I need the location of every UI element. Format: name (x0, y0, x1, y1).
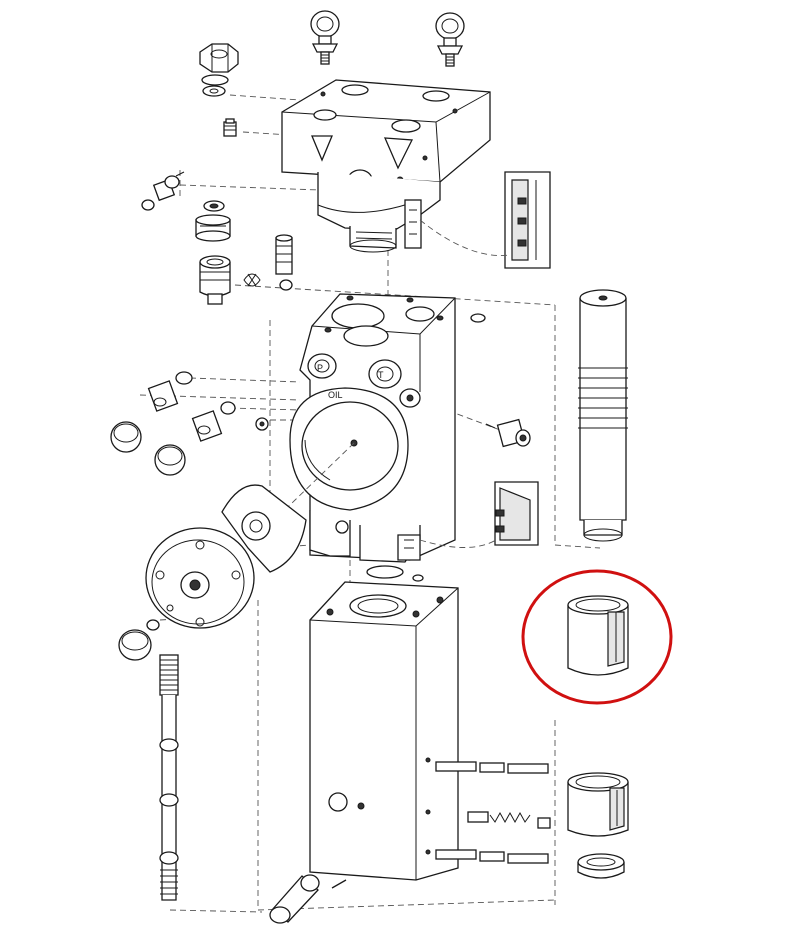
port-label-t: T (378, 370, 384, 380)
dowel-pins-row3 (435, 849, 549, 864)
port-label-oil: OIL (328, 390, 343, 400)
check-valve-left-lower (191, 401, 236, 442)
slotted-sleeve-lower (567, 772, 629, 837)
spring-pin-row2 (467, 811, 551, 829)
port-label-p: P (317, 363, 323, 373)
cap-left-upper (110, 421, 142, 453)
main-valve-body: P T OIL (261, 293, 456, 563)
small-nut-disc (118, 619, 160, 661)
hex-nut-top (199, 43, 239, 97)
relief-valve-cartridge (485, 418, 531, 448)
tie-bolt (159, 654, 179, 901)
end-cover-disc (145, 527, 255, 629)
plug-bottom (269, 874, 347, 924)
bushing-stack-left (195, 200, 231, 242)
lower-block (309, 565, 459, 881)
section-detail-lower (419, 481, 539, 548)
highlight-circle (521, 569, 673, 705)
check-valve-cartridge-small (141, 171, 185, 211)
spring-clip (243, 273, 261, 287)
cap-left-lower (154, 444, 186, 476)
small-plug-mid (255, 417, 269, 431)
sleeve-cylinder-left (199, 255, 231, 305)
piston-rod (578, 289, 628, 542)
threaded-ring (577, 853, 625, 879)
seal-segment (221, 484, 307, 573)
spool-pin-small (275, 234, 293, 291)
fitting-plug-upper (223, 118, 237, 137)
section-detail-upper (419, 171, 551, 269)
dowel-pins-row1 (435, 761, 549, 774)
slotted-sleeve-highlighted (567, 595, 629, 676)
valve-head-block (281, 79, 491, 253)
eye-bolt-left (310, 10, 340, 65)
eye-bolt-right (435, 12, 465, 67)
check-valve-left-upper (147, 371, 193, 412)
o-ring-body-top (470, 313, 486, 323)
